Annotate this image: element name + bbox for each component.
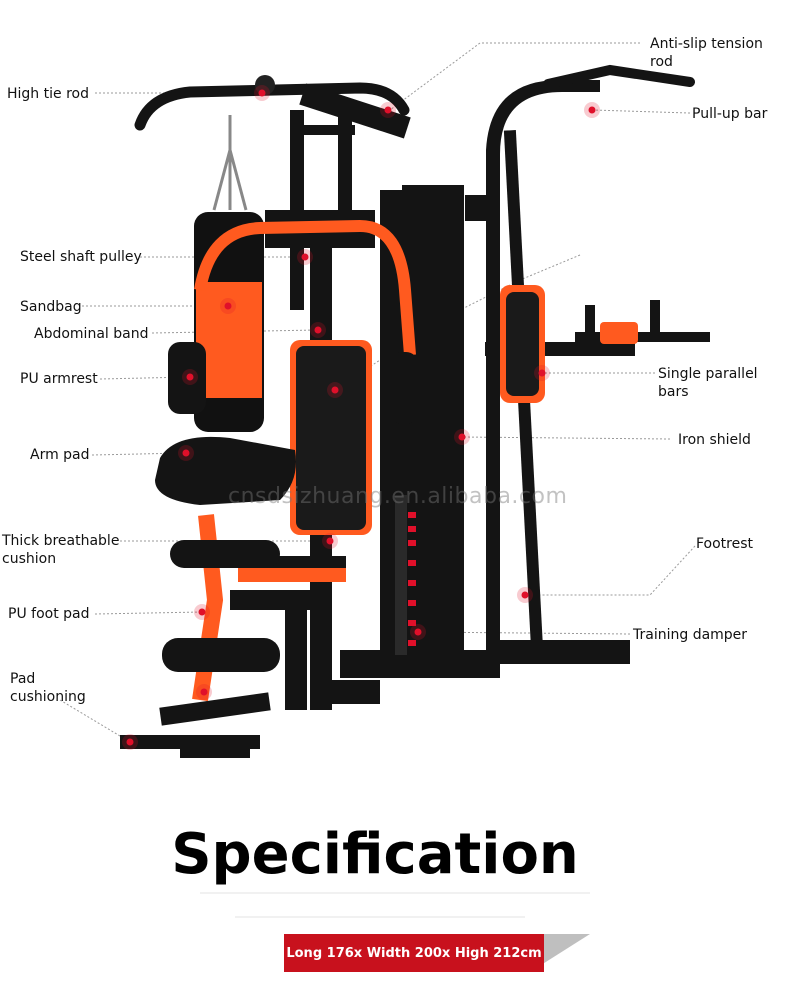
label-high-tie-rod: High tie rod <box>7 86 89 102</box>
hotspot-markers <box>122 85 600 750</box>
sandbag-art <box>168 115 264 432</box>
label-sandbag: Sandbag <box>20 299 82 315</box>
label-thick-breathable-cushion: Thick breathable cushion <box>2 533 120 567</box>
watermark: cnsdsizhuang.en.alibaba.com <box>228 484 568 509</box>
label-iron-shield: Iron shield <box>678 432 751 448</box>
leader-lines <box>59 42 696 743</box>
label-pad-cushioning: Pad cushioning <box>10 671 86 705</box>
label-abdominal-band: Abdominal band <box>34 326 149 342</box>
label-single-parallel-bars: Single parallel bars <box>658 366 758 400</box>
parallel-bars-art <box>485 285 710 403</box>
label-anti-slip-tension-rod: Anti-slip tension rod <box>650 36 763 70</box>
label-footrest: Footrest <box>696 536 754 552</box>
weight-stack-pins <box>408 512 416 646</box>
dimensions-badge: Long 176x Width 200x High 212cm <box>284 934 544 972</box>
label-training-damper: Training damper <box>633 627 748 643</box>
label-arm-pad: Arm pad <box>30 447 90 463</box>
faint-divider <box>200 892 590 894</box>
home-gym-illustration <box>59 42 710 758</box>
specification-heading: Specification <box>171 822 579 887</box>
label-pull-up-bar: Pull-up bar <box>692 106 768 122</box>
label-steel-shaft-pulley: Steel shaft pulley <box>20 249 142 265</box>
label-pu-foot-pad: PU foot pad <box>8 606 90 622</box>
label-pu-armrest: PU armrest <box>20 371 98 387</box>
faint-divider <box>235 916 525 918</box>
